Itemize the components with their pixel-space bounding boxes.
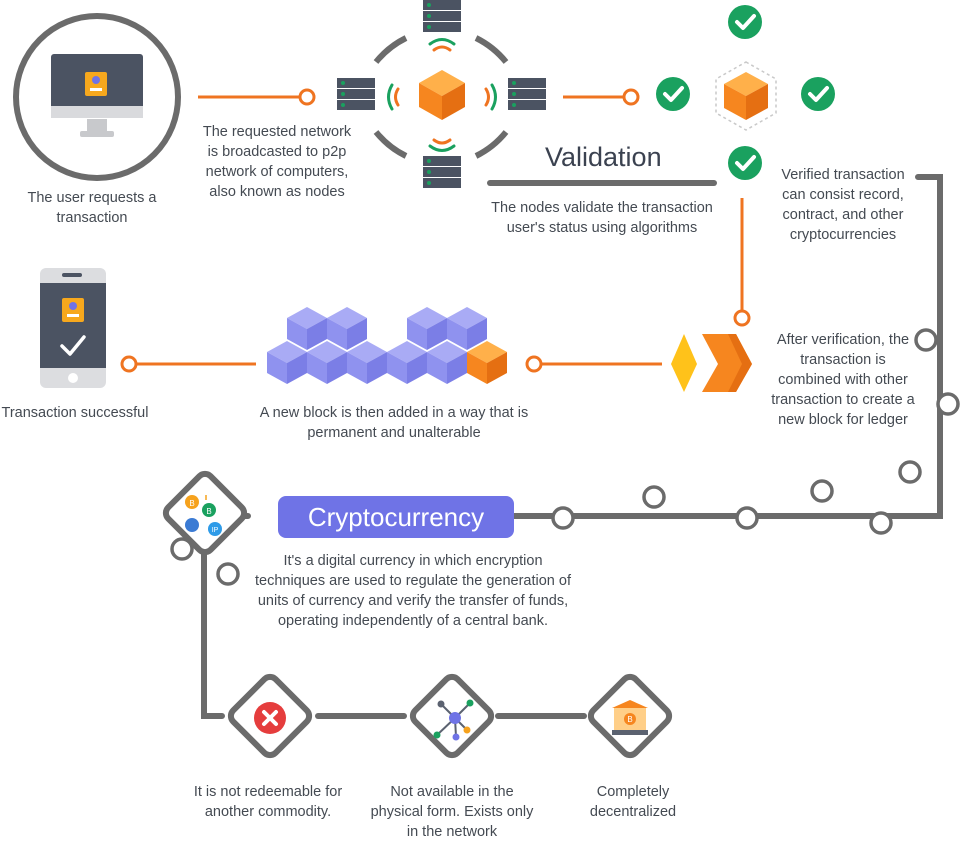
validated-cube-icon: [715, 61, 777, 131]
user-monitor-icon: [13, 13, 181, 181]
block-cube: [287, 307, 327, 350]
block-cube: [327, 307, 367, 350]
svg-text:B: B: [206, 507, 211, 516]
server-left-icon: [337, 78, 375, 110]
new-block-label: A new block is then added in a way that …: [259, 405, 529, 441]
user-request-label: The user requests a transaction: [27, 190, 157, 226]
validation-title: Validation: [545, 142, 662, 172]
verified-label: Verified transaction can consist record,…: [781, 167, 905, 243]
svg-text:B: B: [189, 499, 194, 508]
p2p-network-icon: [337, 0, 546, 188]
blockchain-icon: [267, 307, 507, 384]
orange-connectors: [120, 88, 751, 373]
combine-arrow-icon: [671, 334, 752, 392]
server-right-icon: [508, 78, 546, 110]
success-label: Transaction successful: [1, 405, 149, 421]
crypto-desc: It's a digital currency in which encrypt…: [254, 553, 571, 629]
svg-text:B: B: [627, 715, 632, 724]
path-dots: [170, 328, 960, 586]
feature-not-redeemable-label: It is not redeemable for another commodi…: [193, 784, 343, 820]
flow-path: [201, 174, 943, 719]
new-block-cube: [467, 341, 507, 384]
block-cube: [447, 307, 487, 350]
block-cube: [407, 307, 447, 350]
feature-decentralized-label: Completely decentralized: [589, 784, 677, 820]
validation-desc: The nodes validate the transaction user'…: [491, 200, 713, 236]
block-cube: [427, 341, 467, 384]
block-cube-icon: [419, 70, 465, 120]
block-cube: [267, 341, 307, 384]
crypto-coins-icon: B B IP: [162, 470, 248, 556]
server-top-icon: [423, 0, 461, 32]
feature-network-label: Not available in the physical form. Exis…: [370, 784, 534, 840]
signal-icons: [387, 38, 497, 152]
feature-network-icon: [409, 673, 495, 759]
cryptocurrency-title: Cryptocurrency: [278, 496, 514, 538]
feature-not-redeemable-icon: [227, 673, 313, 759]
after-verification-label: After verification, the transaction is c…: [771, 332, 915, 428]
block-cube: [307, 341, 347, 384]
block-cube: [347, 341, 387, 384]
block-cube: [387, 341, 427, 384]
svg-text:IP: IP: [212, 527, 219, 534]
check-icons: [656, 5, 835, 180]
phone-success-icon: [40, 268, 106, 388]
feature-decentralized-icon: B: [587, 673, 673, 759]
broadcast-label: The requested network is broadcasted to …: [202, 124, 352, 200]
server-bottom-icon: [423, 156, 461, 188]
